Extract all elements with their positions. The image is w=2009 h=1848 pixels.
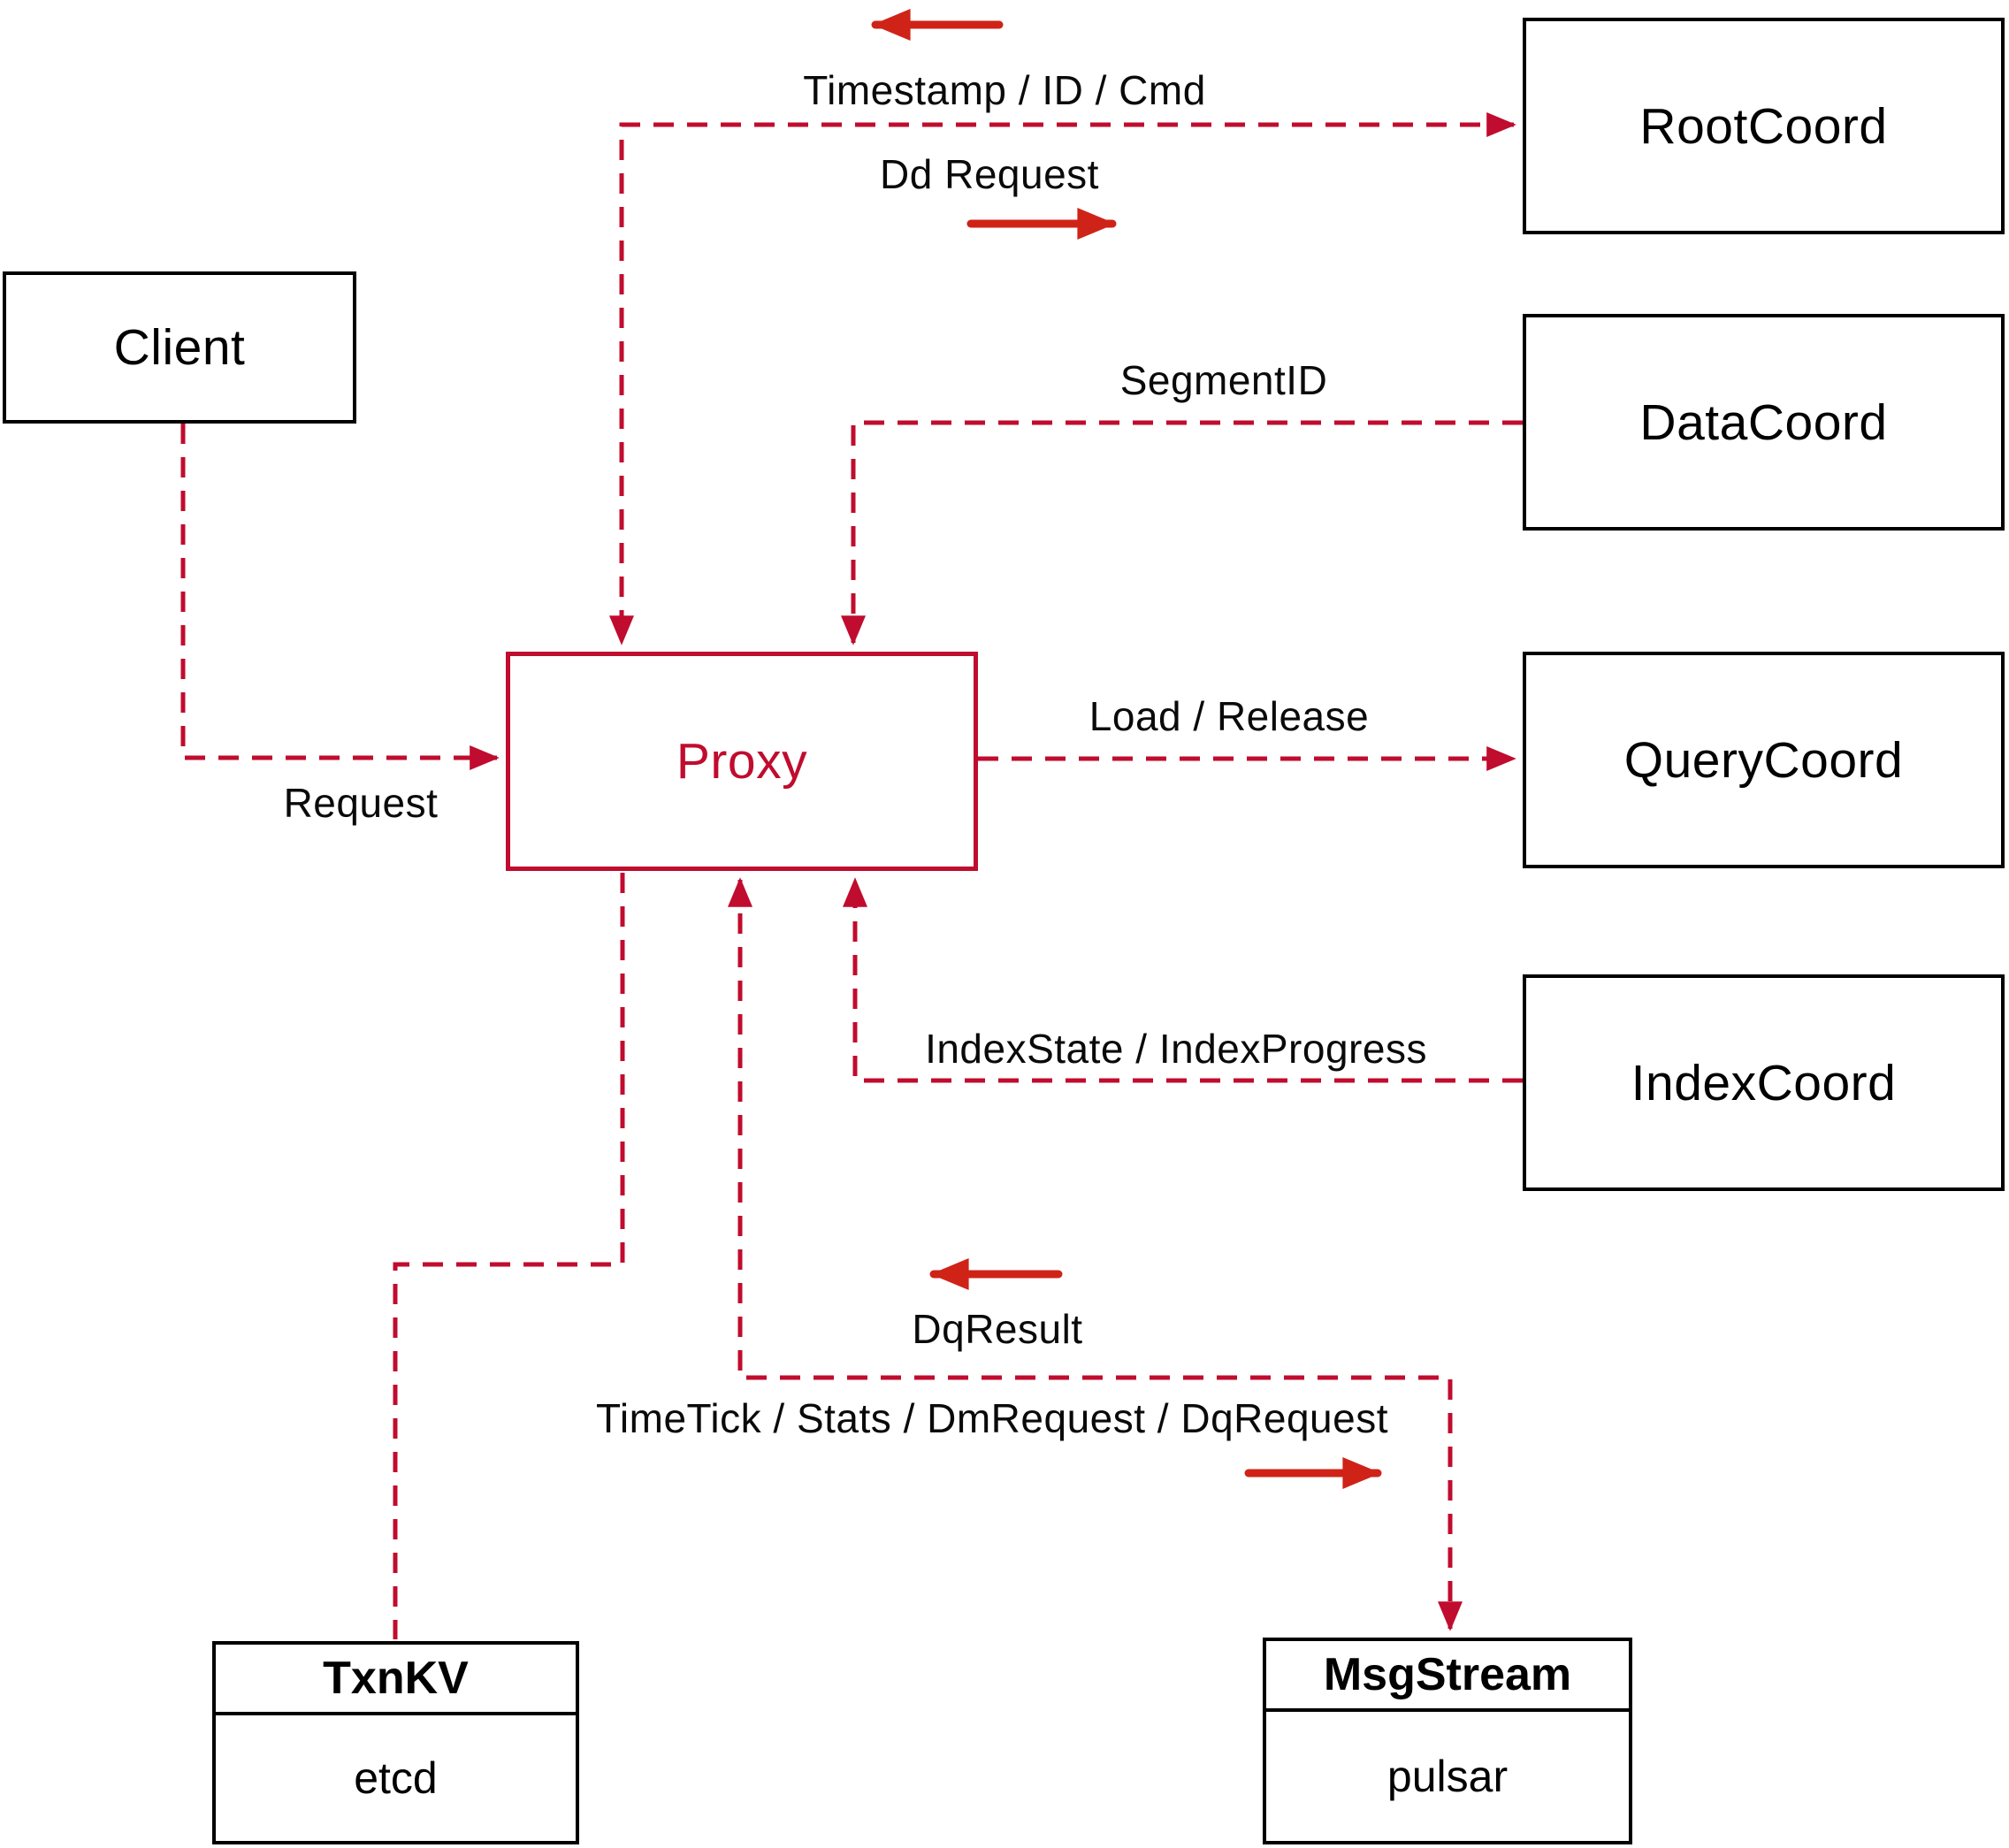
label-dd-request: Dd Request bbox=[880, 151, 1099, 197]
label-request: Request bbox=[283, 780, 439, 826]
node-msgstream-impl: pulsar bbox=[1386, 1752, 1509, 1801]
label-index-state: IndexState / IndexProgress bbox=[925, 1026, 1427, 1072]
edge-proxy-rootcoord bbox=[609, 112, 1516, 645]
node-txnkv-impl: etcd bbox=[354, 1753, 438, 1803]
node-indexcoord: IndexCoord bbox=[1523, 974, 2005, 1191]
label-time-tick: TimeTick / Stats / DmRequest / DqRequest bbox=[596, 1395, 1388, 1441]
edge-client-proxy bbox=[180, 424, 500, 770]
node-querycoord-label: QueryCoord bbox=[1623, 731, 1904, 789]
label-segment-id: SegmentID bbox=[1119, 357, 1328, 403]
node-rootcoord: RootCoord bbox=[1523, 18, 2005, 234]
node-proxy: Proxy bbox=[506, 652, 978, 871]
node-client: Client bbox=[3, 271, 356, 424]
node-querycoord: QueryCoord bbox=[1523, 652, 2005, 868]
label-timestamp-id-cmd: Timestamp / ID / Cmd bbox=[803, 67, 1206, 113]
node-msgstream: MsgStream pulsar bbox=[1263, 1638, 1632, 1844]
node-proxy-label: Proxy bbox=[676, 733, 808, 790]
edge-proxy-txnkv bbox=[393, 873, 625, 1639]
node-msgstream-title: MsgStream bbox=[1266, 1641, 1629, 1712]
edge-proxy-msgstream bbox=[728, 877, 1463, 1631]
node-txnkv-title: TxnKV bbox=[216, 1645, 576, 1715]
node-client-label: Client bbox=[113, 319, 246, 376]
label-load-release: Load / Release bbox=[1089, 693, 1370, 739]
node-rootcoord-label: RootCoord bbox=[1639, 97, 1888, 155]
node-datacoord: DataCoord bbox=[1523, 314, 2005, 531]
node-txnkv: TxnKV etcd bbox=[212, 1641, 579, 1844]
node-datacoord-label: DataCoord bbox=[1639, 393, 1888, 451]
node-indexcoord-label: IndexCoord bbox=[1631, 1054, 1897, 1111]
edge-datacoord-proxy bbox=[841, 420, 1523, 645]
label-dq-result: DqResult bbox=[912, 1306, 1083, 1352]
